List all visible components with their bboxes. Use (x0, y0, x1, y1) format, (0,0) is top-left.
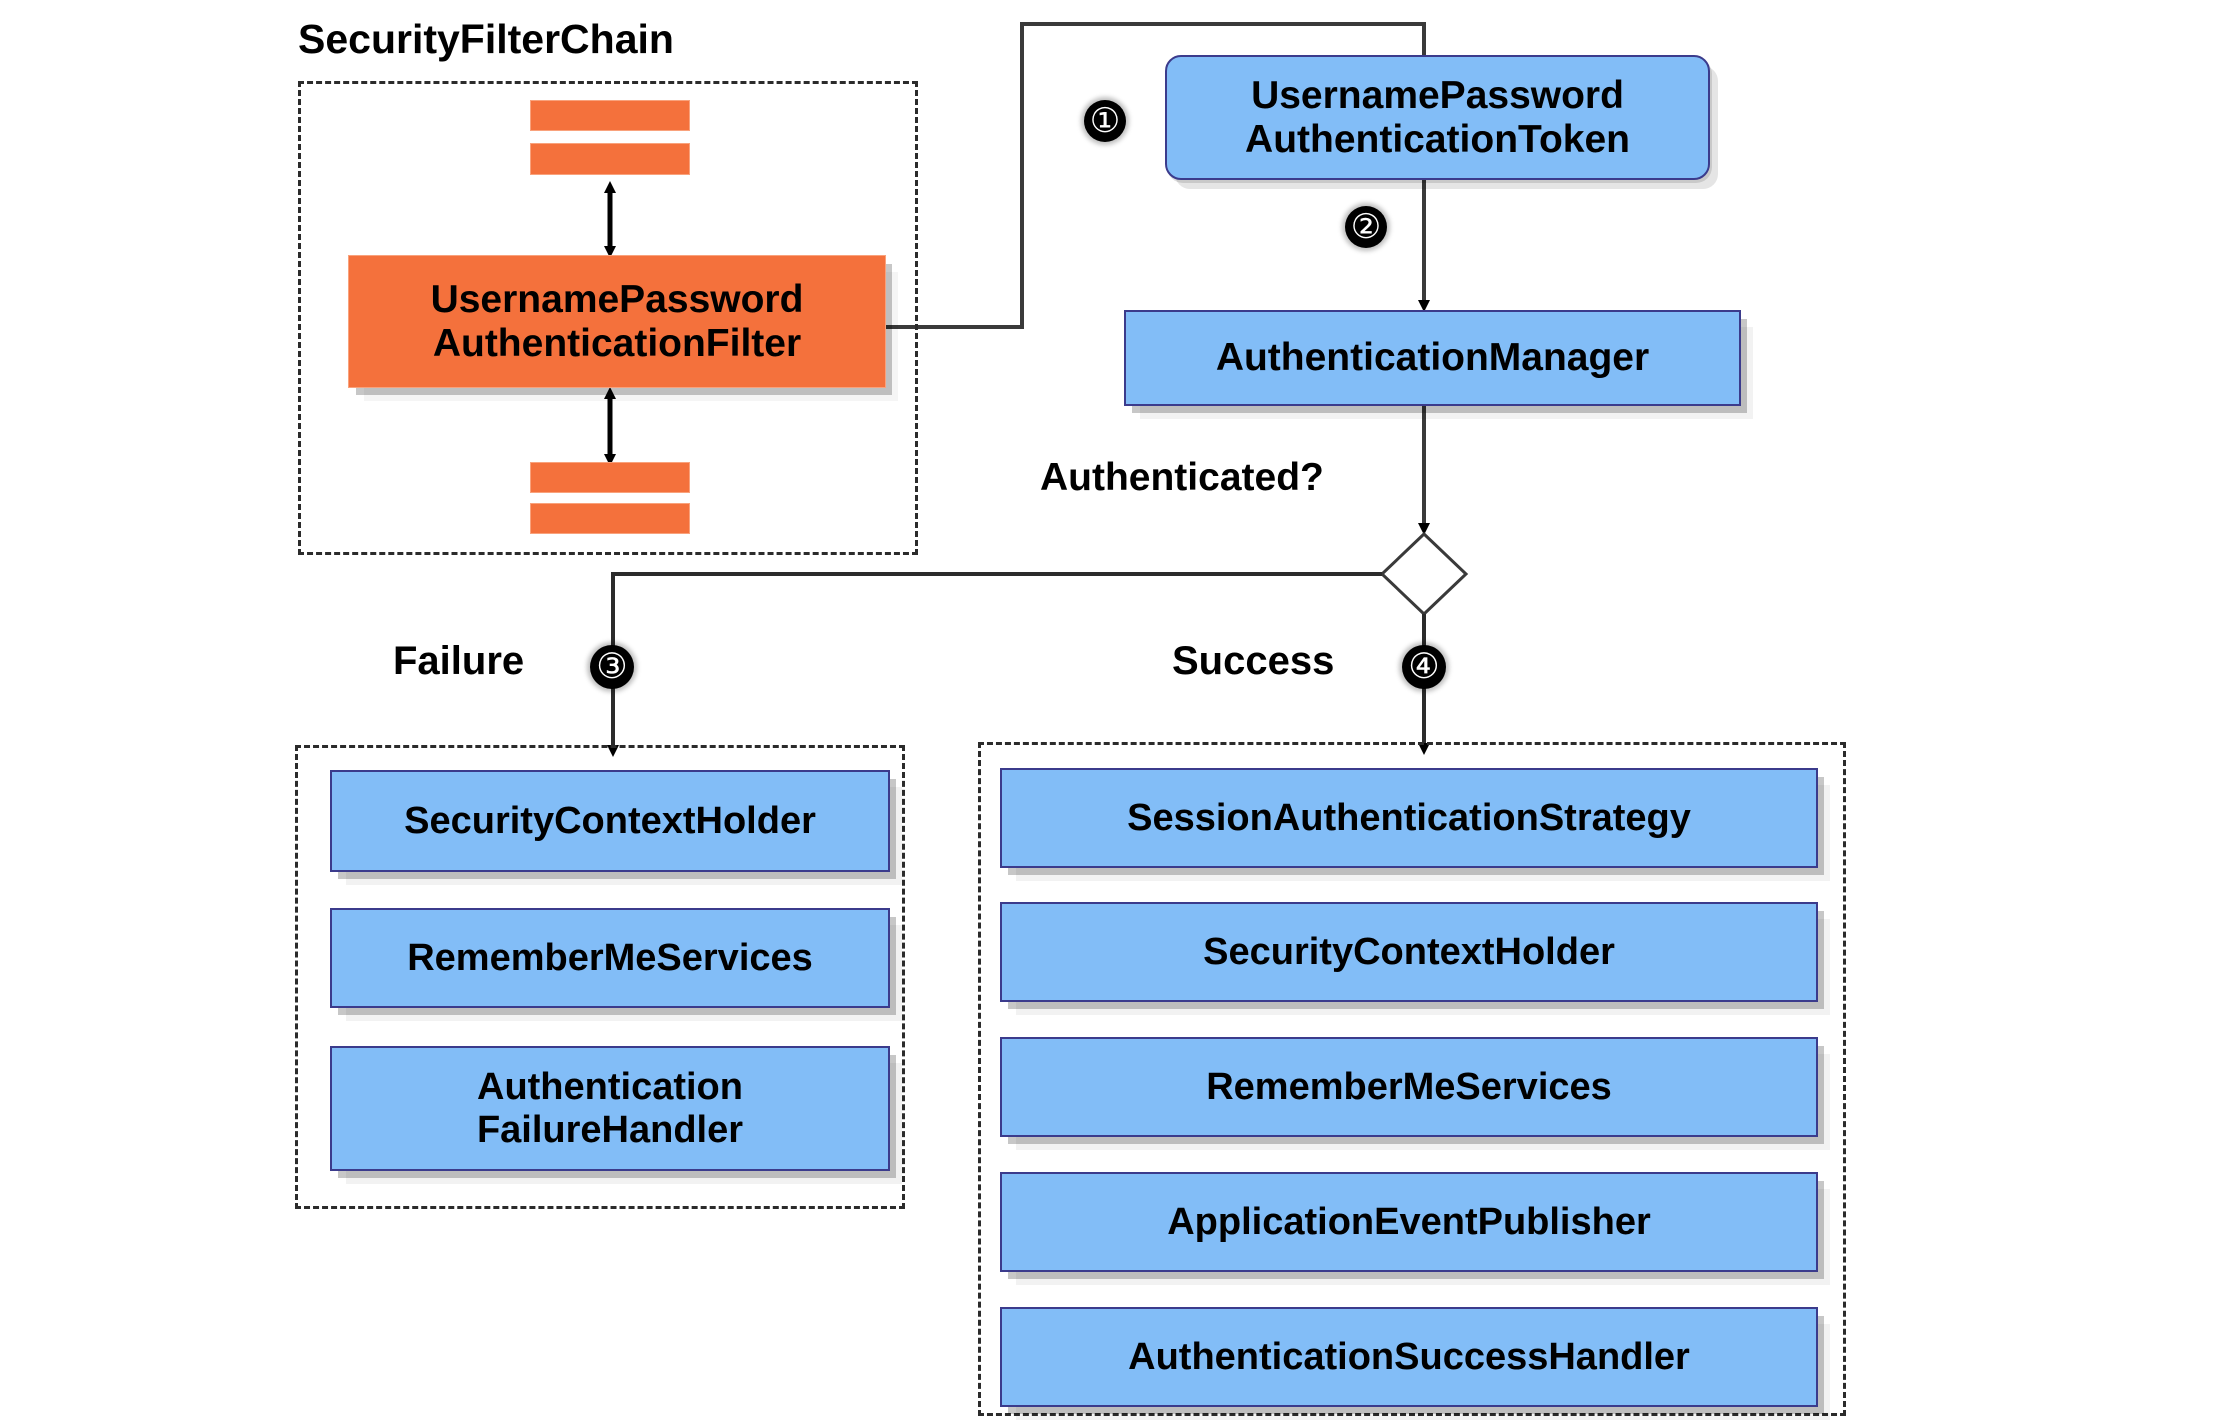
success-branch-label: Success (1172, 639, 1335, 683)
success-box-authentication-success-handler[interactable]: AuthenticationSuccessHandler (1000, 1307, 1818, 1407)
filter-stub-above-1 (530, 100, 690, 131)
success-box-remember-me-services[interactable]: RememberMeServices (1000, 1037, 1818, 1137)
success-group (978, 742, 1846, 1416)
authenticated-decision-label: Authenticated? (1040, 456, 1324, 499)
failure-box-security-context-holder[interactable]: SecurityContextHolder (330, 770, 890, 872)
success-box-security-context-holder[interactable]: SecurityContextHolder (1000, 902, 1818, 1002)
filter-stub-above-2 (530, 143, 690, 175)
failure-box-remember-me-services[interactable]: RememberMeServices (330, 908, 890, 1008)
filter-stub-below-1 (530, 462, 690, 493)
decision-diamond (1379, 531, 1469, 617)
security-filter-chain-group (298, 81, 918, 555)
step-3-badge: ③ (590, 645, 634, 689)
security-filter-chain-title: SecurityFilterChain (298, 16, 674, 62)
step-1-badge: ① (1084, 100, 1126, 142)
filter-stub-below-2 (530, 503, 690, 534)
failure-branch-label: Failure (393, 639, 525, 683)
username-password-authentication-filter-box[interactable]: UsernamePassword AuthenticationFilter (348, 255, 886, 388)
success-box-application-event-publisher[interactable]: ApplicationEventPublisher (1000, 1172, 1818, 1272)
step-2-badge: ② (1345, 206, 1387, 248)
step-4-badge: ④ (1402, 645, 1446, 689)
success-box-session-authentication-strategy[interactable]: SessionAuthenticationStrategy (1000, 768, 1818, 868)
failure-box-authentication-failure-handler[interactable]: Authentication FailureHandler (330, 1046, 890, 1171)
username-password-authentication-token-box[interactable]: UsernamePassword AuthenticationToken (1165, 55, 1710, 180)
authentication-manager-box[interactable]: AuthenticationManager (1124, 310, 1741, 406)
failure-group (295, 745, 905, 1209)
